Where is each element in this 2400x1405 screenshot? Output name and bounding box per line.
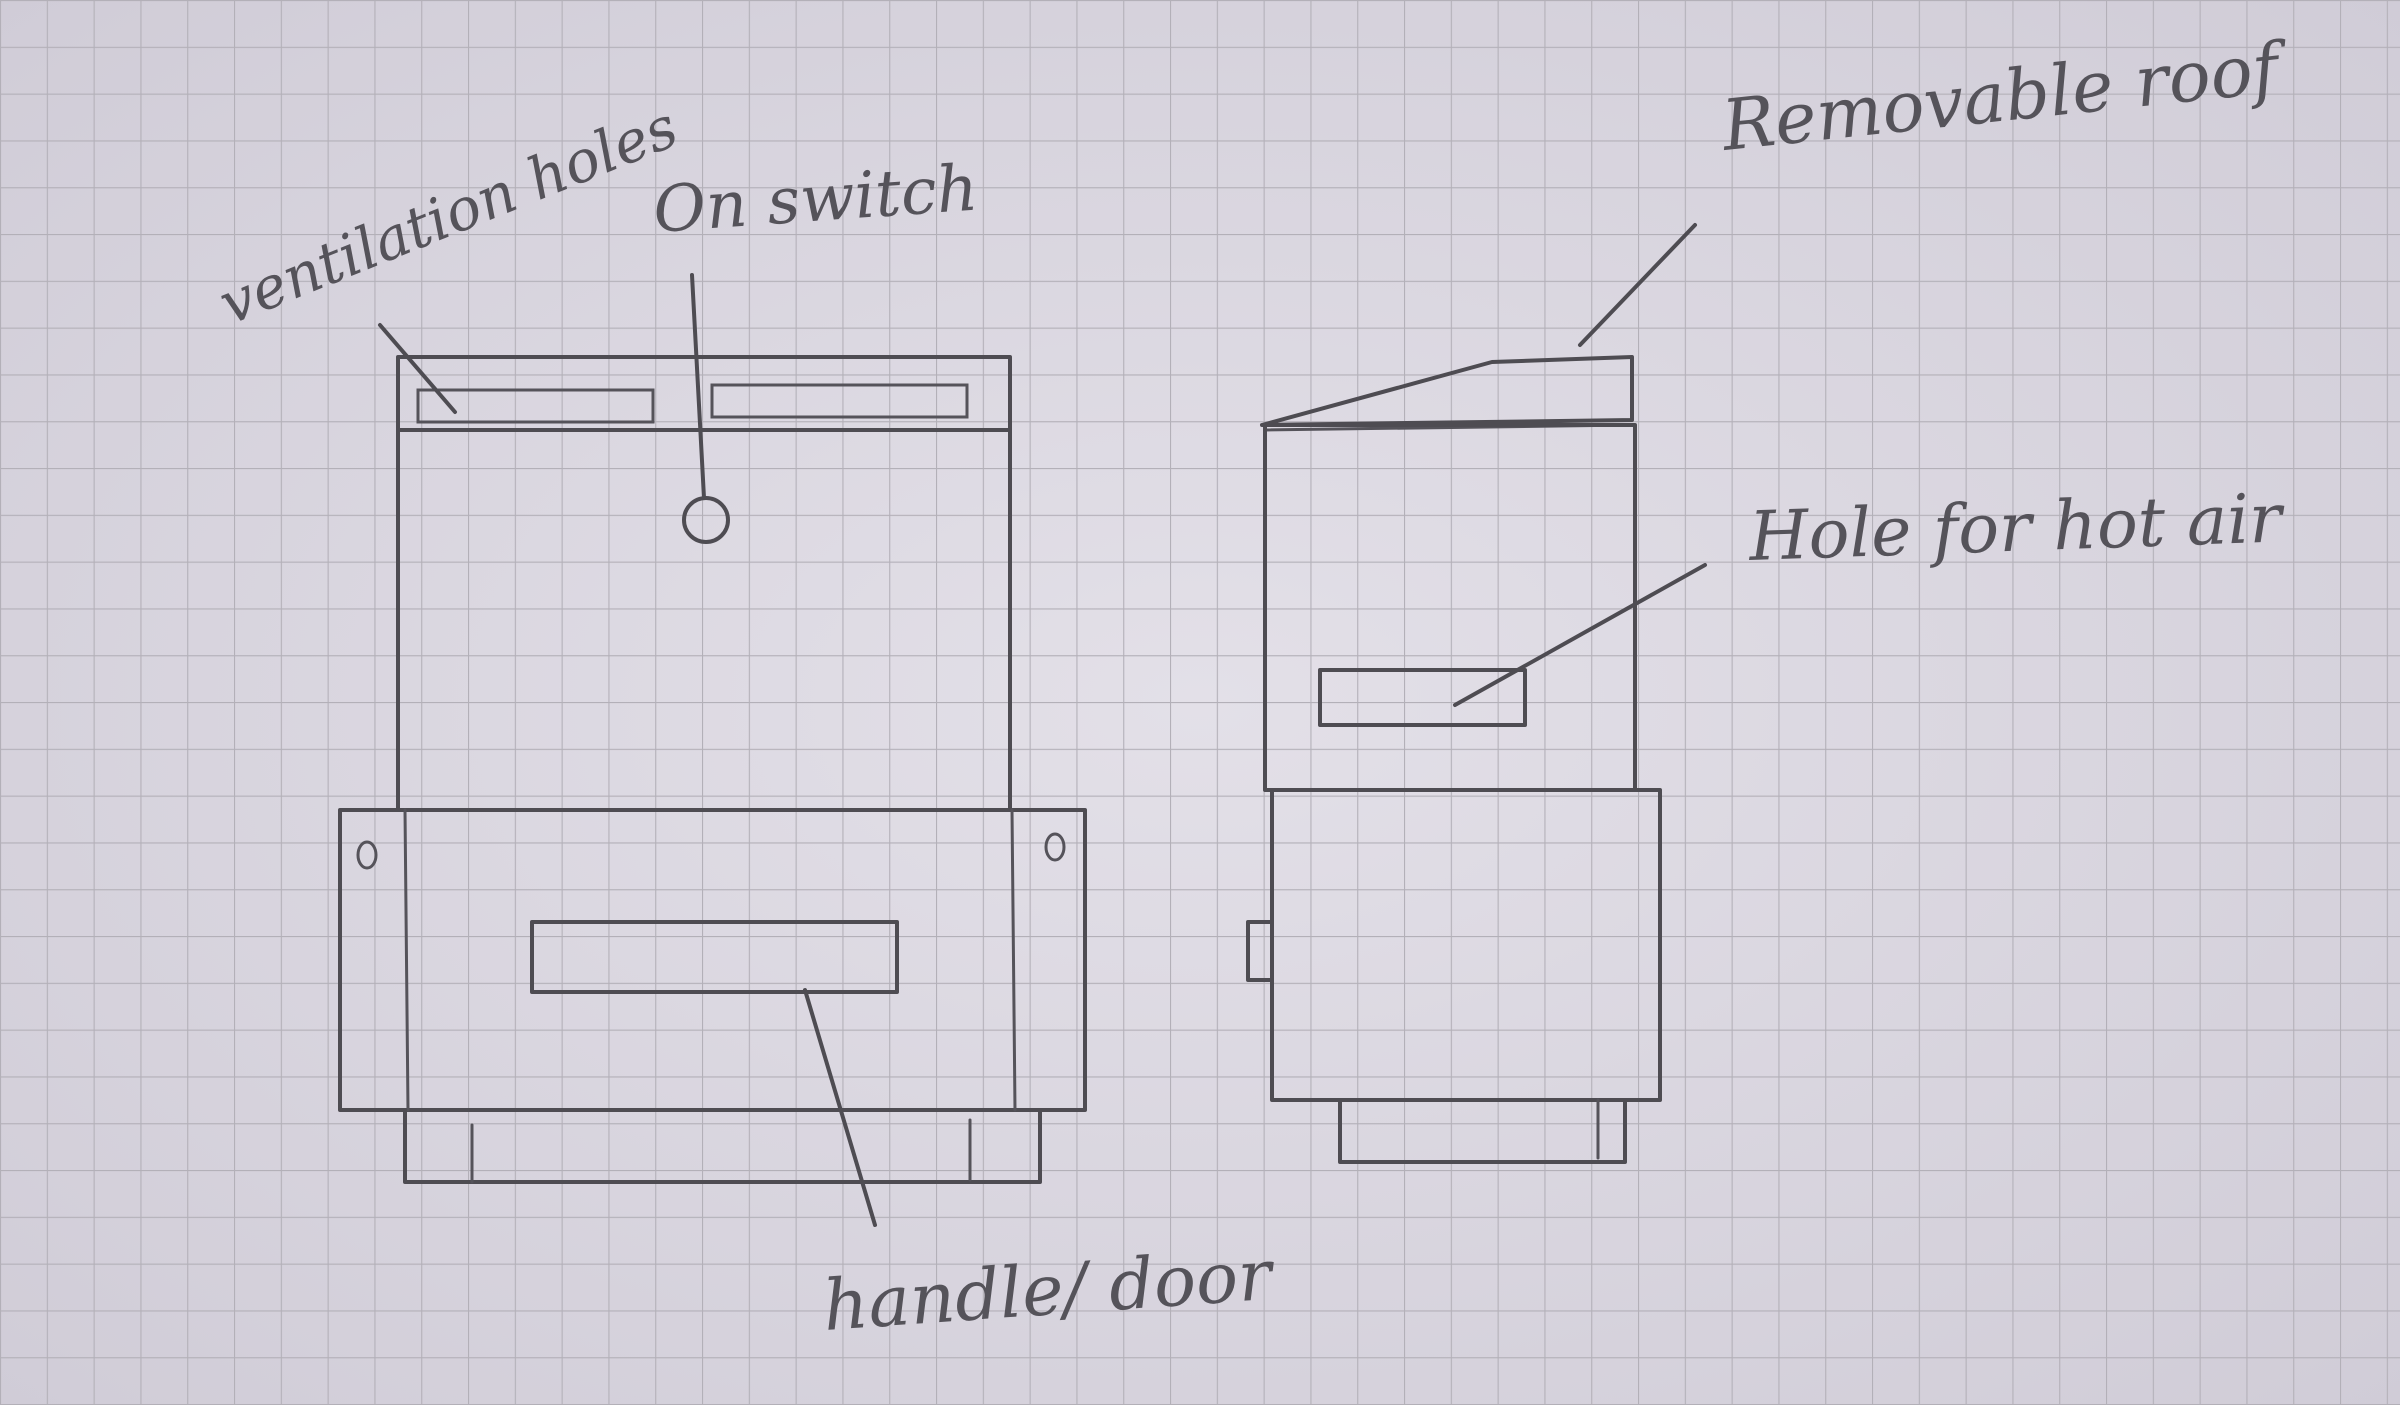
front-base <box>403 1108 1042 1184</box>
leader-lines <box>378 223 1707 1227</box>
side-base <box>1338 1098 1627 1164</box>
leader-hot-air <box>1453 563 1707 707</box>
side-view <box>1246 355 1662 1164</box>
front-view <box>338 355 1087 1184</box>
door-hinge-right <box>1044 832 1066 862</box>
door-frame-right <box>1010 808 1017 1112</box>
leader-removable-roof <box>1578 223 1697 347</box>
hot-air-hole <box>1318 668 1527 727</box>
door-handle <box>530 920 899 994</box>
side-lower-body <box>1270 788 1662 1102</box>
leader-on-switch <box>690 273 706 500</box>
door-frame-left <box>403 808 410 1112</box>
side-handle-bracket <box>1246 920 1274 982</box>
front-door-body <box>338 808 1087 1112</box>
door-hinge-left <box>356 840 378 870</box>
label-hole-for-hot-air: Hole for hot air <box>1746 479 2286 577</box>
leader-ventilation <box>378 323 457 414</box>
ventilation-slot-right <box>710 383 969 419</box>
side-roof <box>1260 355 1634 427</box>
leader-handle-door <box>803 988 877 1227</box>
ventilation-slot-left <box>416 388 655 424</box>
